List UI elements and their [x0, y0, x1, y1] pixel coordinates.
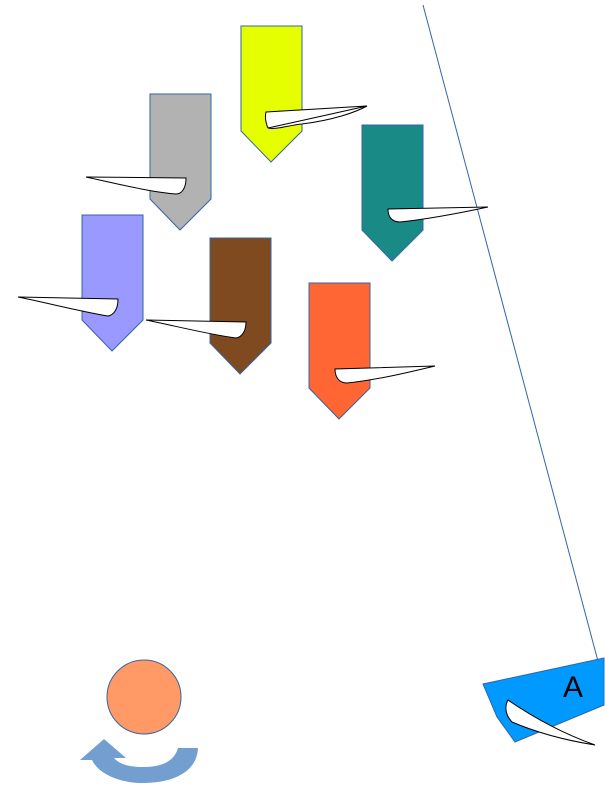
- mark-lavender-shape: [82, 215, 143, 351]
- boat-a-label: A: [563, 671, 583, 704]
- mark-brown: [210, 238, 271, 374]
- diagonal-line: [423, 5, 603, 680]
- mark-teal: [362, 125, 423, 261]
- mark-lavender: [82, 215, 143, 351]
- wedge-gray: [86, 177, 186, 194]
- mark-brown-shape: [210, 238, 271, 374]
- mark-orange: [309, 283, 370, 419]
- wedge-teal: [388, 207, 488, 222]
- mark-orange-shape: [309, 283, 370, 419]
- curved-arrow-icon: [80, 739, 198, 783]
- symbol-circle: [107, 660, 181, 734]
- mark-yellow-shape: [241, 26, 302, 162]
- wedge-orange: [335, 366, 435, 383]
- mark-gray: [150, 94, 211, 230]
- mark-teal-shape: [362, 125, 423, 261]
- mark-gray-shape: [150, 94, 211, 230]
- mark-yellow: [241, 26, 302, 162]
- wedge-brown: [146, 320, 246, 338]
- wedge-lavender: [18, 297, 118, 316]
- rotation-symbol: [80, 660, 198, 783]
- boat-a: A: [483, 658, 604, 745]
